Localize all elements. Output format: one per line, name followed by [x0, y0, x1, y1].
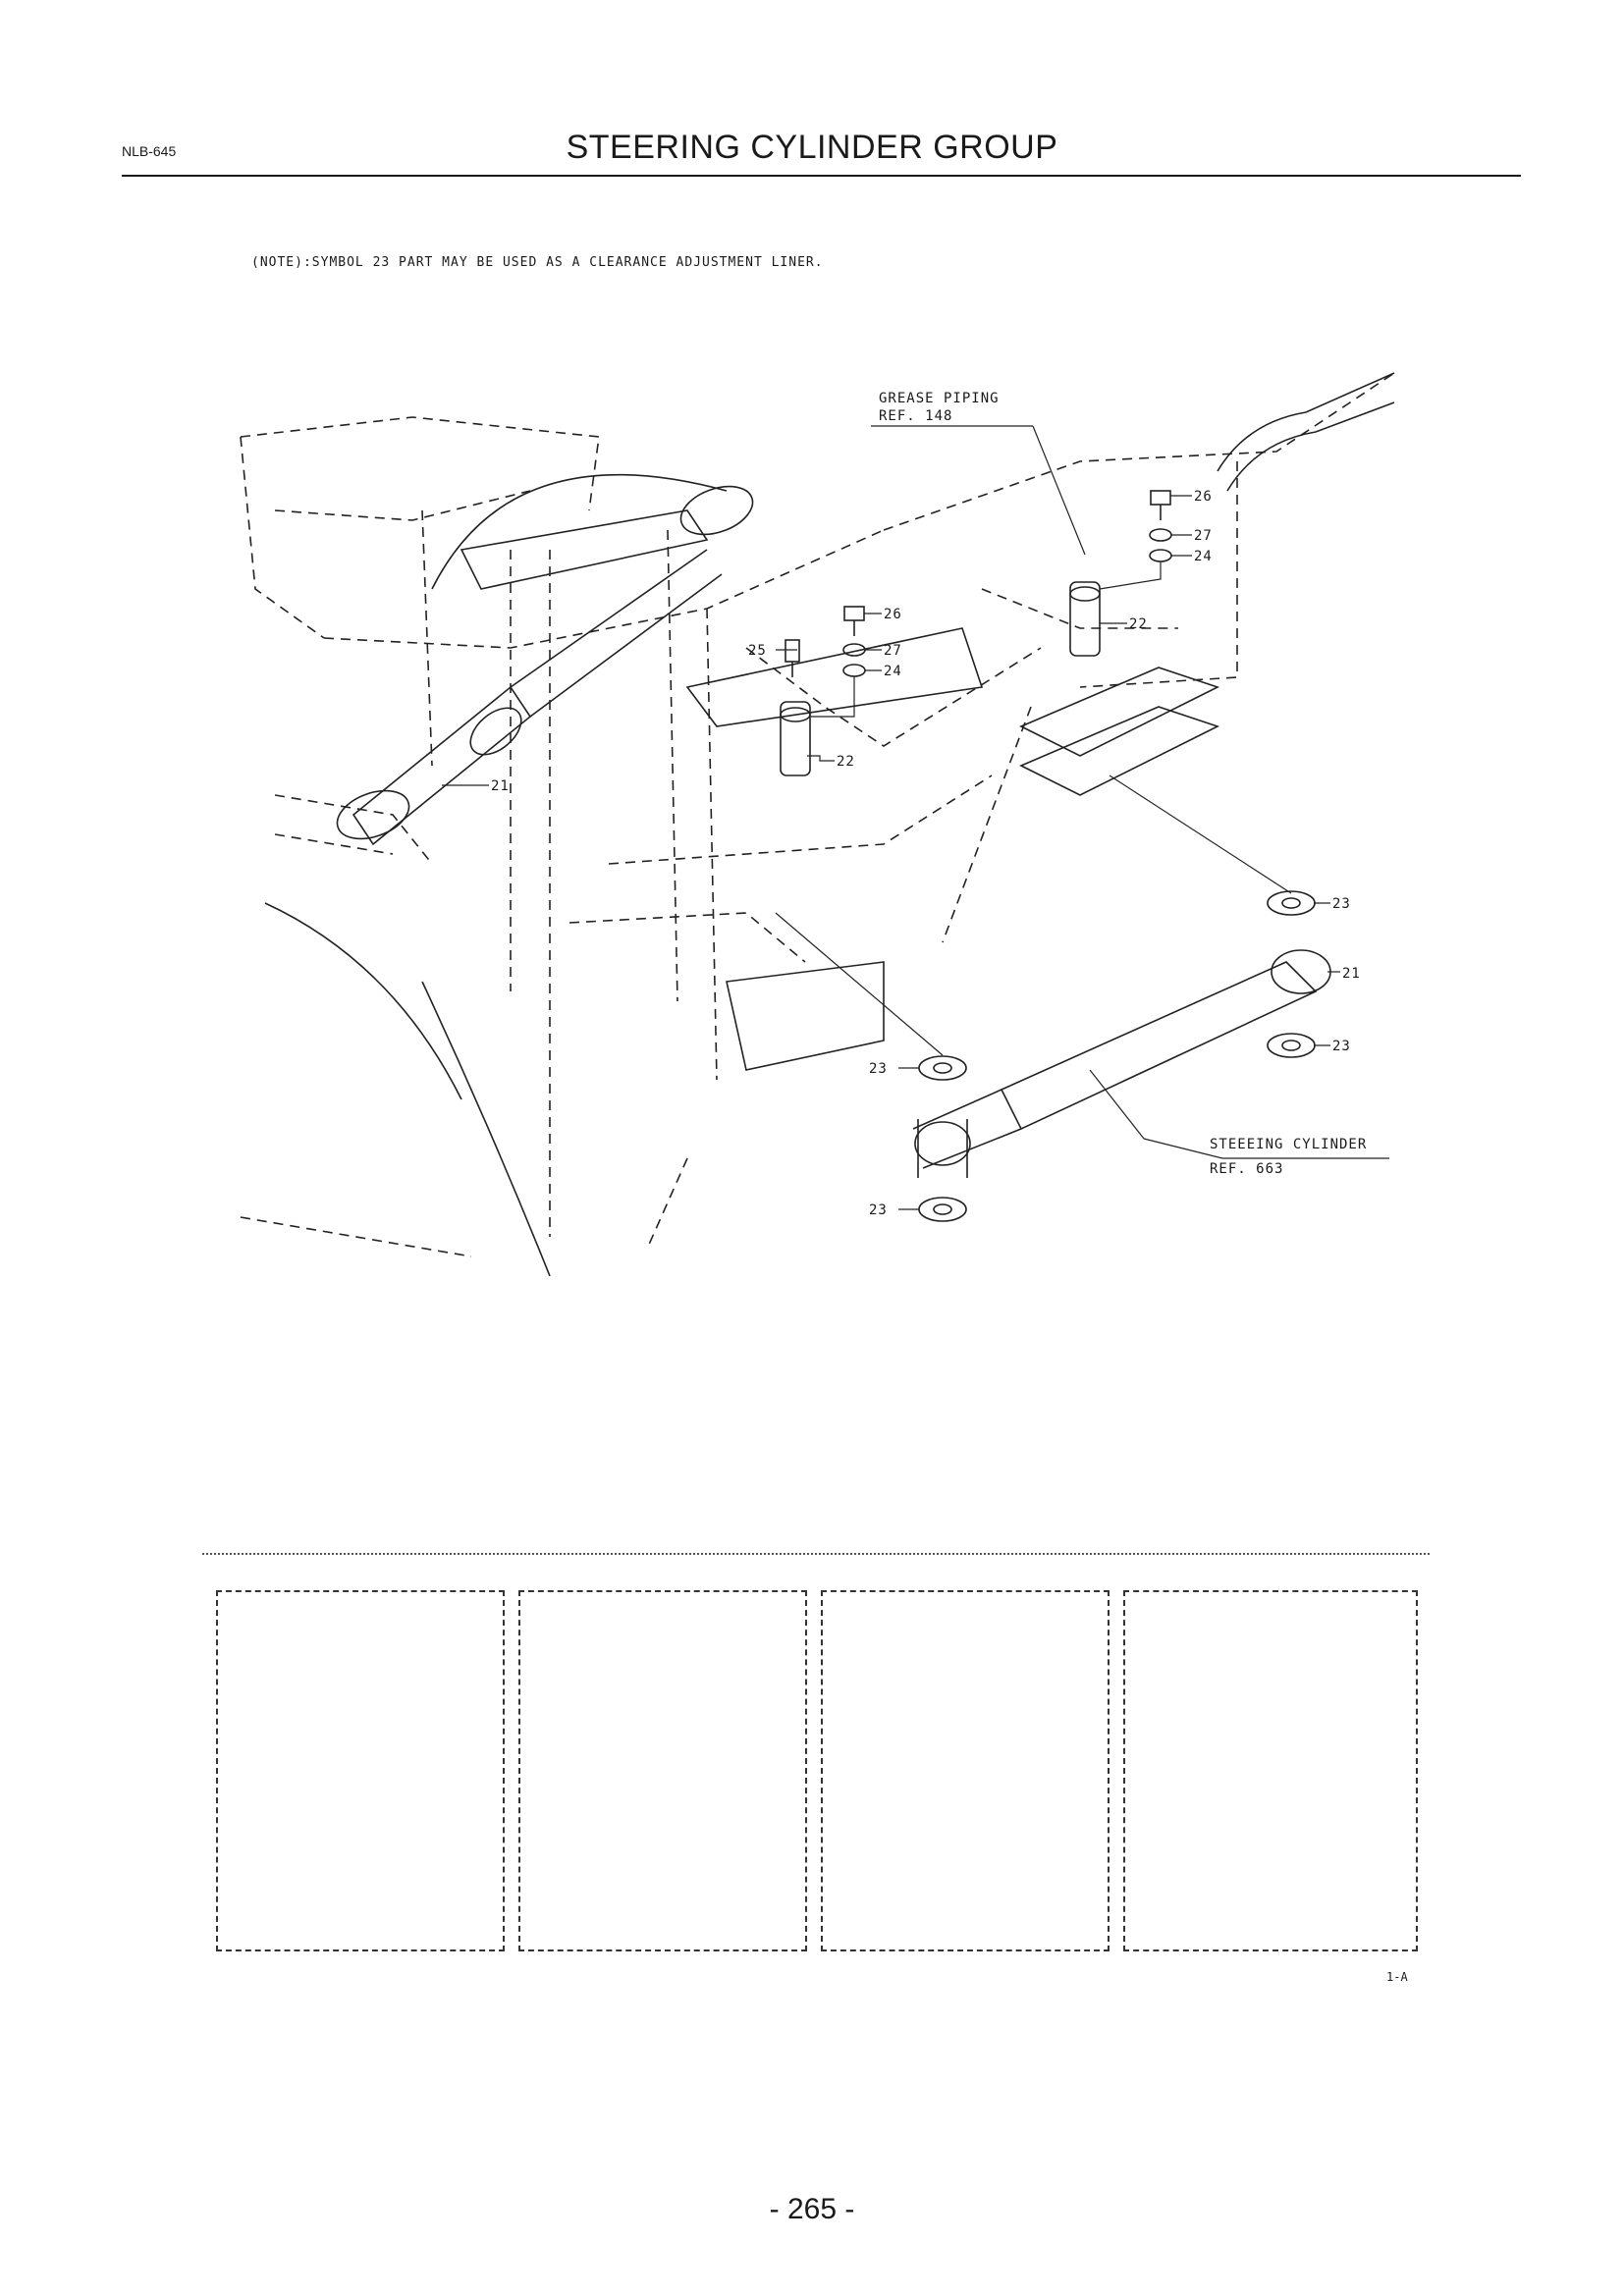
shim-23-c [918, 1055, 967, 1081]
washer-24-upper [1149, 549, 1172, 562]
callout-27-lower: 27 [884, 643, 902, 659]
shim-23-d-hole [933, 1203, 952, 1215]
shim-23-d [918, 1197, 967, 1222]
callout-21-right: 21 [1342, 966, 1361, 982]
shim-23-b-hole [1281, 1040, 1301, 1051]
reference-number-grease-piping: REF. 148 [879, 408, 952, 424]
steering-cylinder-diagram: GREASE PIPING REF. 148 STEEEING CYLINDER… [240, 372, 1395, 1277]
sheet-code: 1-A [1386, 1970, 1408, 1984]
washer-24-lower [842, 664, 866, 677]
callout-22-left: 22 [837, 754, 855, 770]
callout-27-upper: 27 [1194, 528, 1213, 544]
empty-box-3 [821, 1590, 1110, 1951]
callout-24-upper: 24 [1194, 549, 1213, 564]
empty-box-2 [518, 1590, 807, 1951]
callout-26-upper: 26 [1194, 489, 1213, 505]
frame-outline [240, 372, 1395, 1257]
callout-25: 25 [748, 643, 767, 659]
reference-label-grease-piping: GREASE PIPING [879, 391, 1000, 406]
callout-23-lower-right: 23 [1332, 1039, 1351, 1054]
frame-solid [264, 372, 1395, 1277]
lower-steering-cylinder [912, 949, 1331, 1178]
grease-nipple-25 [785, 639, 800, 677]
pin-22-right [1069, 581, 1101, 657]
document-code: NLB-645 [122, 143, 177, 159]
section-separator [202, 1553, 1430, 1555]
callout-23-upper-right: 23 [1332, 896, 1351, 912]
callout-24-lower: 24 [884, 664, 902, 679]
clearance-note: (NOTE):SYMBOL 23 PART MAY BE USED AS A C… [251, 255, 824, 270]
reference-number-steering-cylinder: REF. 663 [1210, 1161, 1283, 1177]
shim-23-b [1267, 1033, 1316, 1058]
callout-23-upper-left: 23 [869, 1061, 888, 1077]
leader-lines [442, 425, 1389, 1210]
reference-label-steering-cylinder: STEEEING CYLINDER [1210, 1137, 1367, 1152]
callout-23-lower-left: 23 [869, 1202, 888, 1218]
shim-23-a [1267, 890, 1316, 916]
bolt-26-upper [1150, 490, 1171, 520]
page-title: STEERING CYLINDER GROUP [566, 129, 1058, 166]
shim-23-c-hole [933, 1062, 952, 1074]
lock-27-upper [1149, 528, 1172, 542]
callout-26-lower: 26 [884, 607, 902, 622]
empty-box-1 [216, 1590, 505, 1951]
callout-21-left: 21 [491, 778, 510, 794]
shim-23-a-hole [1281, 897, 1301, 909]
upper-steering-cylinder [336, 485, 754, 846]
empty-box-4 [1123, 1590, 1418, 1951]
pin-22-left [780, 701, 811, 776]
title-rule [122, 175, 1521, 177]
callout-22-right: 22 [1129, 616, 1148, 632]
bolt-26-lower [843, 606, 865, 636]
page-number: - 265 - [769, 2193, 855, 2225]
